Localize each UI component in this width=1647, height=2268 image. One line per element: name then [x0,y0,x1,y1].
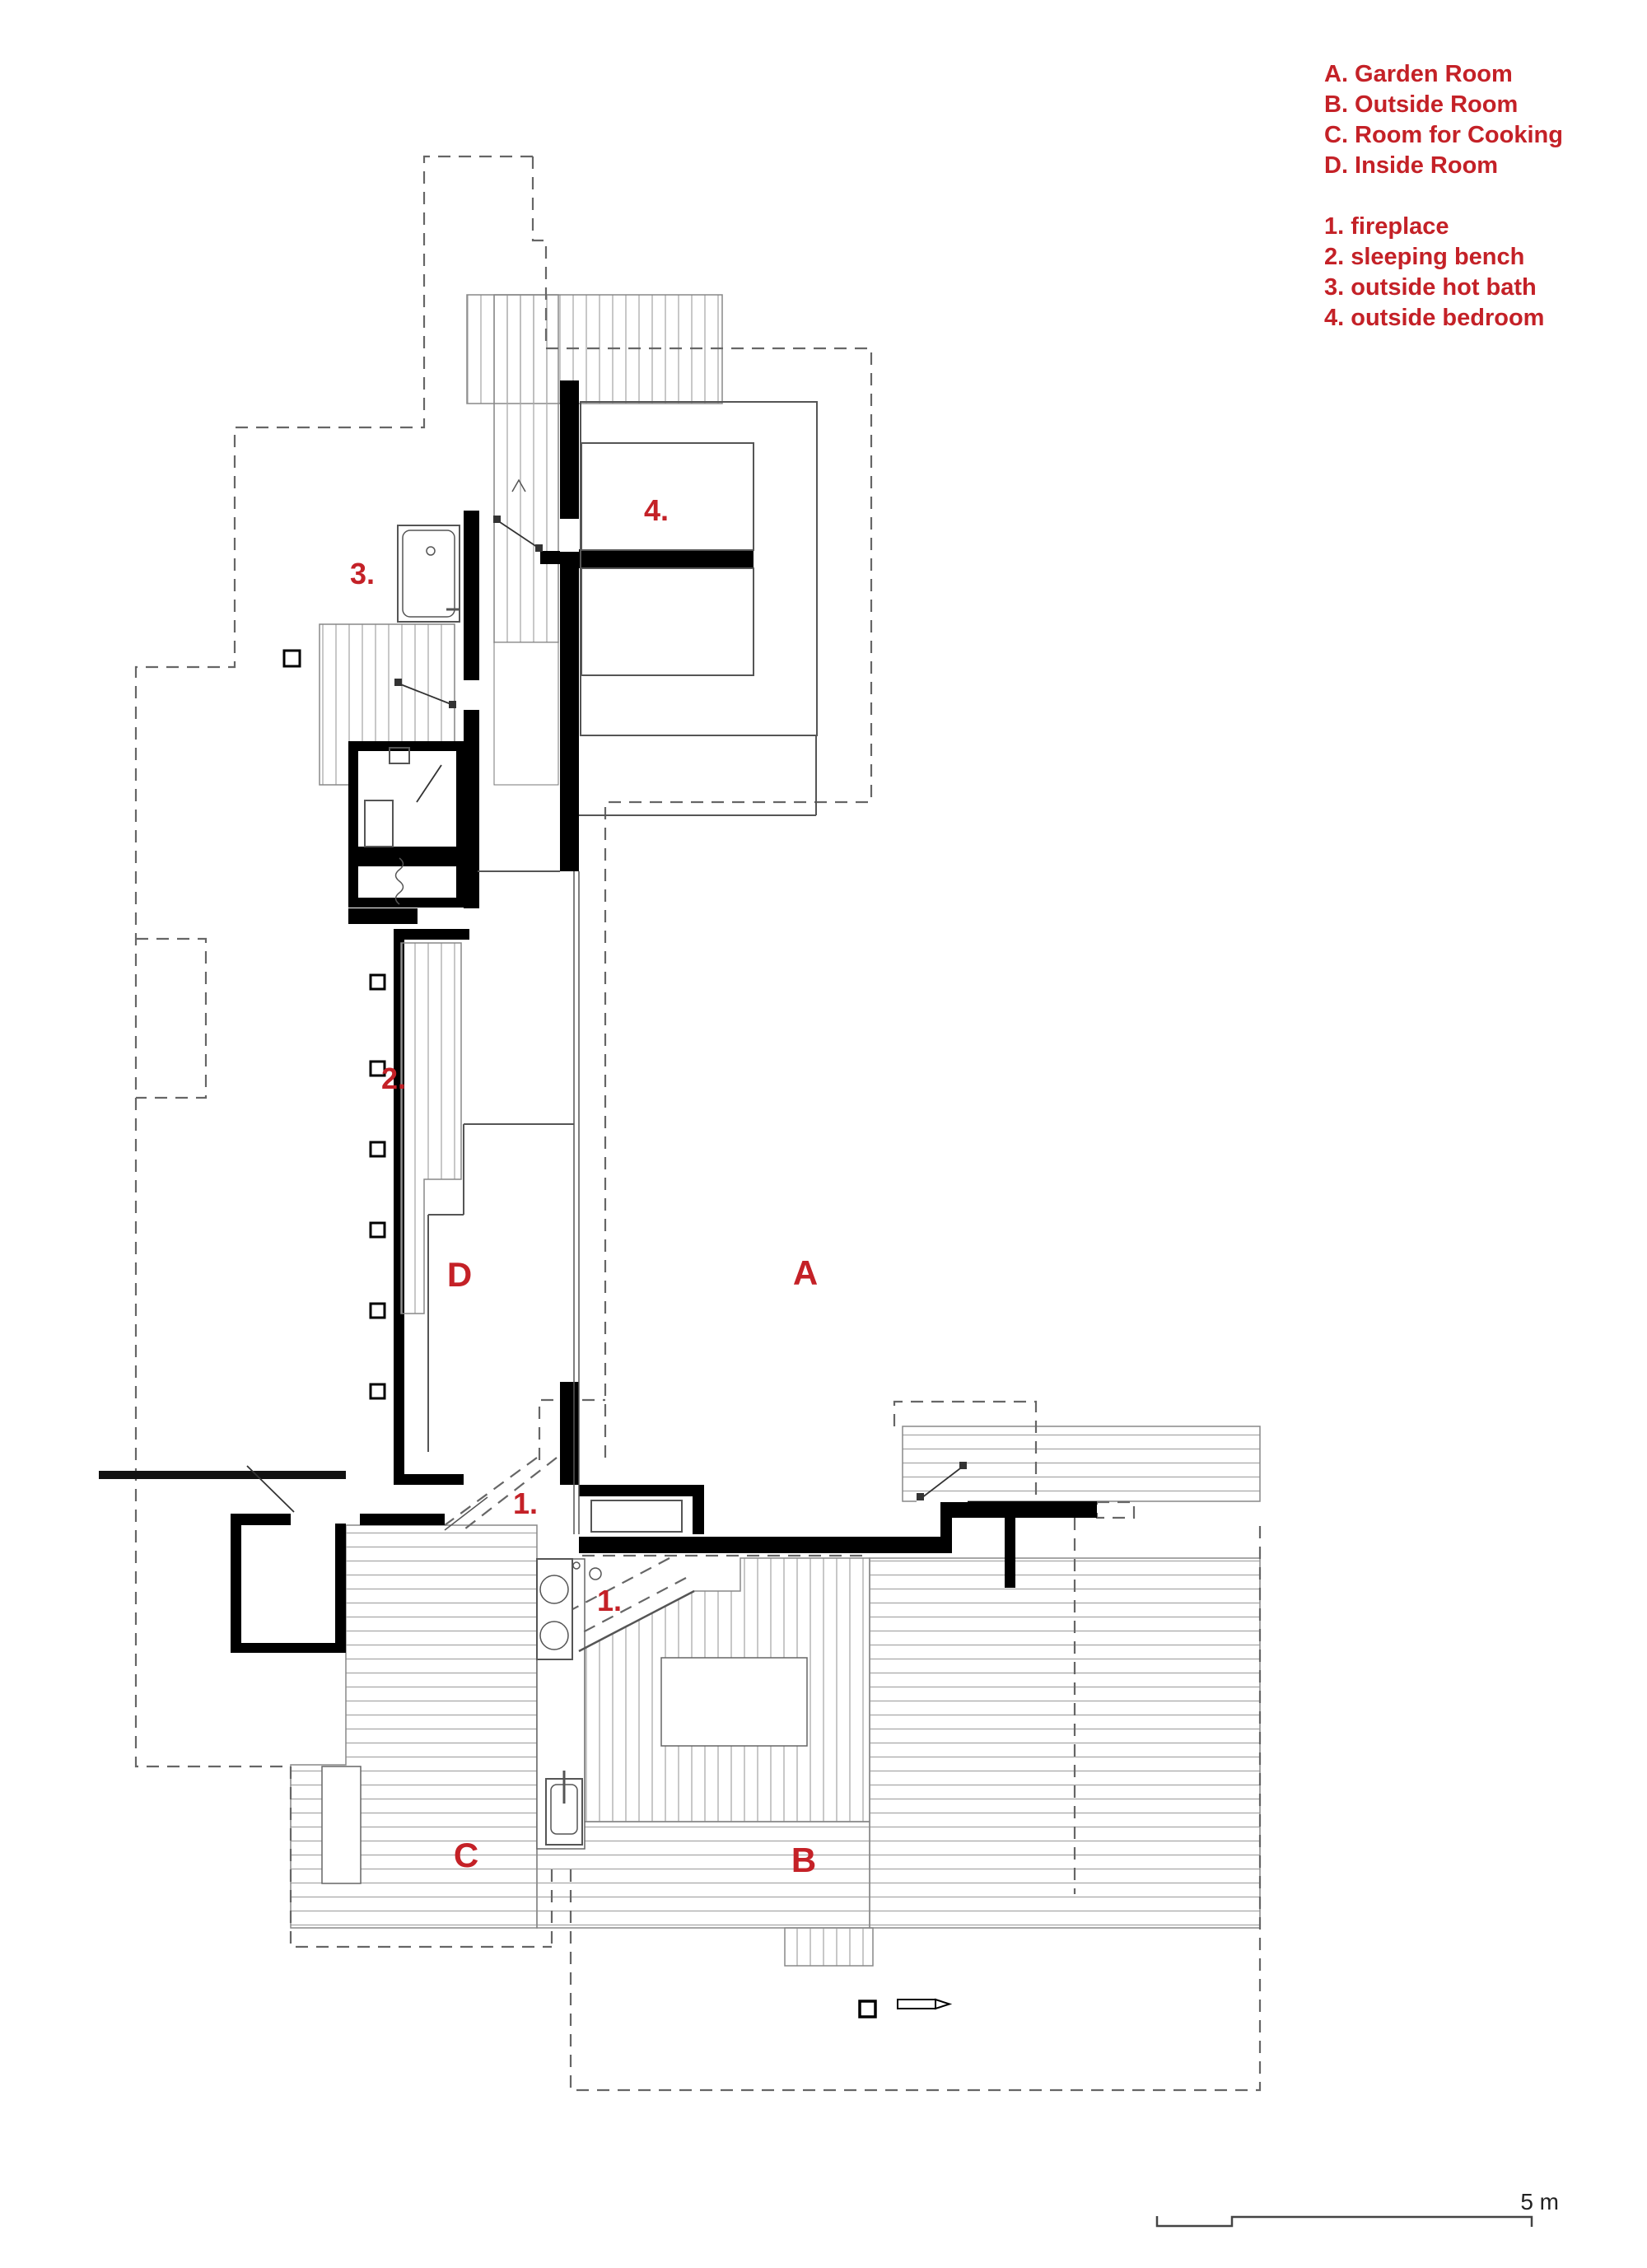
door-northeast [921,1465,964,1499]
label-room-d: D [447,1255,472,1294]
legend-room-d: D. Inside Room [1324,152,1499,179]
wall-annex-bottom [231,1643,346,1653]
wall-posts [369,973,386,1400]
boundary-bedroom [546,347,873,1458]
wall-annex-left [231,1524,241,1653]
label-4: 4. [644,493,669,527]
pen-icon [897,1998,953,2010]
wall-sauna-bottom [348,908,418,924]
label-1-outside: 1. [597,1584,622,1617]
gap-ne-door [917,1494,968,1502]
wall-annex-right [335,1524,346,1653]
wall-east-post [1005,1518,1015,1588]
deck-stair-band [493,294,559,643]
wall-bedroom-divider [579,549,754,568]
legend-room-c: C. Room for Cooking [1324,122,1563,148]
gap-bedroom-door [560,519,579,552]
room-sauna [348,741,466,856]
legend-room-b: B. Outside Room [1324,91,1519,118]
label-1-inside: 1. [513,1486,538,1520]
wall-spine-lower [560,1382,579,1485]
deck-northeast [902,1426,1261,1502]
wall-d-top [394,929,469,940]
scale-bar [1155,2215,1533,2228]
d-floor-lines [427,1123,574,1452]
label-room-c: C [454,1836,478,1874]
sink-icon [545,1771,583,1846]
fireplace2-diagonal [578,1589,695,1653]
legend-feature-1: 1. fireplace [1324,213,1449,240]
boundary-northeast [893,1400,1038,1499]
fireplace1-diagonal [444,1496,488,1531]
door-bedroom [497,520,543,551]
wall-bedroom-door-post [540,551,560,564]
legend-features: 1. fireplace 2. sleeping bench 3. outsid… [1324,212,1563,334]
wall-west-b [360,1514,445,1525]
post-square-west [282,649,301,668]
wall-west-a [231,1514,291,1525]
boundary-chimney [538,1398,605,1460]
label-room-a: A [793,1253,818,1292]
bed [581,442,754,551]
legend-feature-3: 3. outside hot bath [1324,274,1537,301]
wall-fireplace-top [579,1485,704,1496]
wall-spine-upper [560,380,579,871]
gap-deck-door [464,680,479,710]
deck-bottom [536,1821,870,1929]
legend-feature-2: 2. sleeping bench [1324,244,1525,270]
thin-lines [364,401,818,1653]
label-2: 2. [381,1062,406,1095]
wall-east [952,1501,1097,1518]
legend-feature-4: 4. outside bedroom [1324,305,1545,331]
legend-room-a: A. Garden Room [1324,61,1513,87]
label-room-b: B [791,1841,816,1879]
legend: A. Garden Room B. Outside Room C. Room f… [1324,59,1563,334]
stair-arrow-icon [511,478,526,492]
garden-room-top-line [579,735,817,816]
boundary-topleft [531,156,548,348]
doors [246,516,967,1513]
east-wall-dashed [1095,1500,1136,1519]
boundary-southeast [569,1519,1262,2092]
room-entry [348,856,466,908]
stair-landing [493,642,559,786]
deck-steps-south [784,1927,874,1967]
boundary-west-notch [136,937,208,1099]
bathtub-icon [397,525,460,623]
curtain-squiggle [394,857,404,905]
plan-labels: 4. 3. 2. D A 1. 1. C B [350,493,818,1879]
stove-icon [536,1558,581,1660]
floor-drain-icon [589,1567,602,1580]
dashed-boundaries [134,155,1262,2092]
scale-label: 5 m [1520,2189,1559,2214]
bedroom-lower-rect [581,567,754,676]
wall-gaps [464,519,968,1502]
wall-d-south [394,1474,464,1485]
sauna-bench [364,800,394,847]
label-3: 3. [350,557,375,590]
boundary-west [134,155,552,1948]
outdoor-table [660,1657,808,1747]
wall-south [579,1537,952,1553]
sauna-stove-icon [389,747,410,764]
sleeping-bench-hatch [400,942,462,1314]
glass-wall-line [573,871,580,1534]
door-west [246,1465,295,1513]
small-square-icon [858,2000,877,2018]
bench-rect-west [321,1766,362,1884]
wall-east-step [940,1501,952,1553]
deck-right [869,1557,1261,1929]
outdoor-bench-bar [99,1471,346,1479]
wall-fireplace-right [693,1496,704,1534]
fireplace1-inner [590,1500,683,1533]
legend-rooms: A. Garden Room B. Outside Room C. Room f… [1324,59,1563,181]
fireplace1-flue-b [460,1457,558,1533]
walls [99,380,1097,1653]
door-sauna [416,764,442,803]
door-deck [398,683,454,706]
